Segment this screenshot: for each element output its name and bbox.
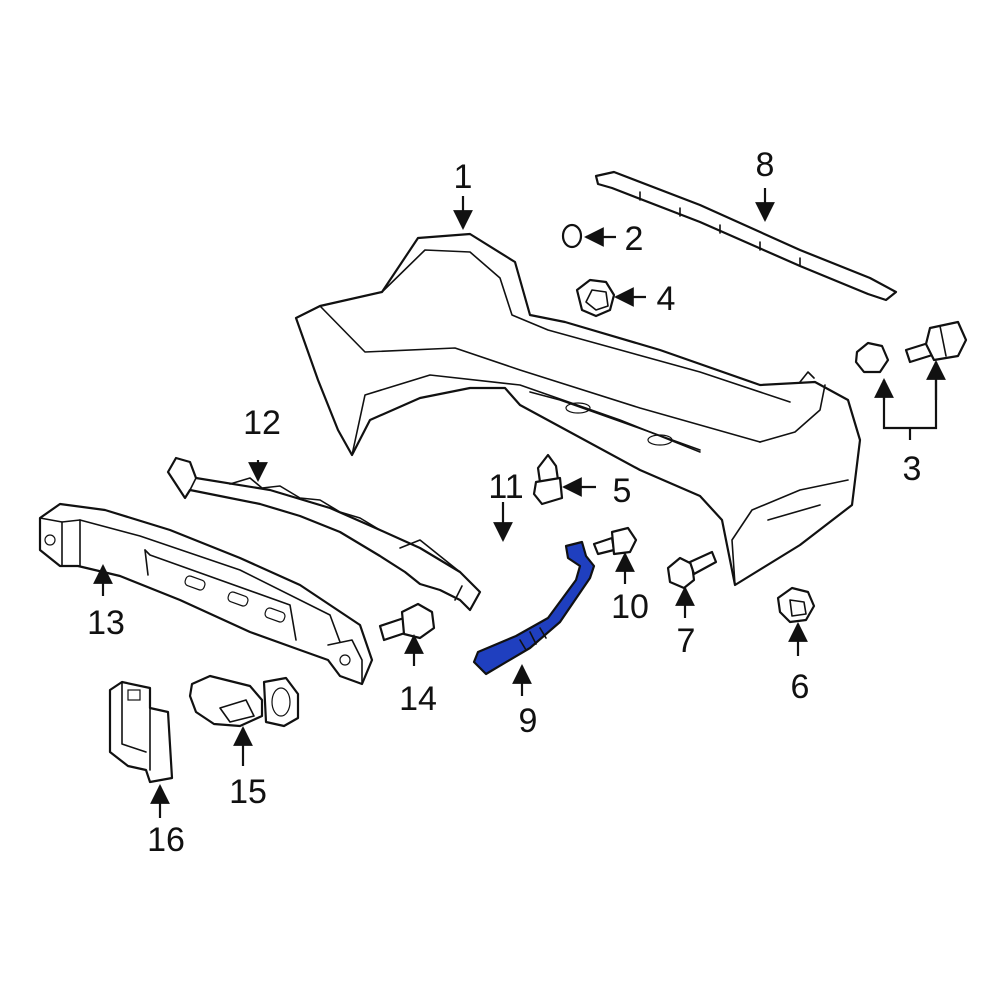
leader-lines xyxy=(93,188,946,818)
part-15-sensor[interactable] xyxy=(188,674,300,728)
part-4-nut[interactable] xyxy=(575,278,616,318)
callout-15[interactable]: 15 xyxy=(229,773,267,811)
part-11-clip[interactable] xyxy=(532,453,564,506)
callout-13[interactable]: 13 xyxy=(87,604,125,642)
callout-5[interactable]: 5 xyxy=(613,472,632,510)
callout-11[interactable]: 11 xyxy=(488,468,523,506)
part-9-bracket[interactable] xyxy=(472,540,596,676)
part-9-bracket-shape xyxy=(472,540,596,676)
part-6-nut[interactable] xyxy=(776,586,816,624)
part-10-bolt[interactable] xyxy=(592,526,638,556)
callout-6[interactable]: 6 xyxy=(791,668,810,706)
callout-2[interactable]: 2 xyxy=(625,220,644,258)
part-3-nut-and-bolt[interactable] xyxy=(854,320,968,374)
callout-10[interactable]: 10 xyxy=(611,588,649,626)
callout-16[interactable]: 16 xyxy=(147,821,185,859)
part-7-bolt[interactable] xyxy=(666,550,718,590)
callout-7[interactable]: 7 xyxy=(677,622,696,660)
callout-4[interactable]: 4 xyxy=(657,280,676,318)
part-14-bolt[interactable] xyxy=(378,602,436,642)
callout-1[interactable]: 1 xyxy=(454,158,473,196)
part-8-strip[interactable] xyxy=(594,170,898,302)
part-2-plug[interactable] xyxy=(561,223,583,249)
callout-numbers: 1 2 4 8 3 5 11 10 7 6 9 12 13 14 15 16 xyxy=(87,146,921,859)
callout-3[interactable]: 3 xyxy=(903,450,922,488)
callout-9[interactable]: 9 xyxy=(519,702,538,740)
callout-8[interactable]: 8 xyxy=(756,146,775,184)
part-13-beam[interactable] xyxy=(38,502,374,686)
part-16-sensor-bracket[interactable] xyxy=(108,680,174,784)
callout-12[interactable]: 12 xyxy=(243,404,281,442)
part-1-bumper-cover[interactable] xyxy=(294,232,862,587)
callout-14[interactable]: 14 xyxy=(399,680,437,718)
